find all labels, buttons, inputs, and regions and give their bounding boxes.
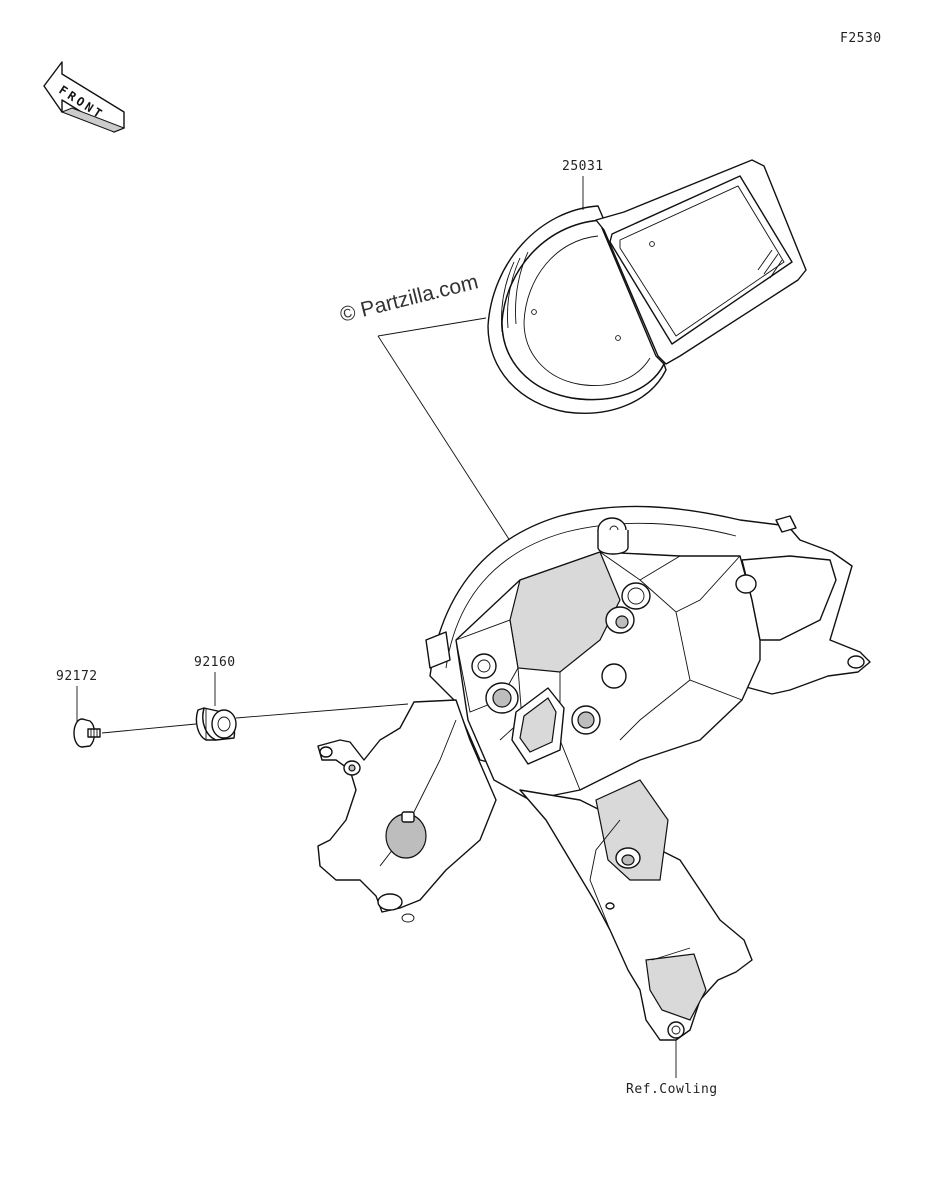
callout-grommet-label: 92160 xyxy=(194,655,236,670)
meter-bracket xyxy=(317,505,871,1041)
watermark-text: © Partzilla.com xyxy=(338,270,481,327)
grommet-part xyxy=(195,707,237,741)
bolt-part xyxy=(73,718,101,748)
diagram-code: F2530 xyxy=(840,31,882,46)
meter-assembly xyxy=(487,159,807,414)
callout-bolt-label: 92172 xyxy=(56,669,98,684)
callout-meter-label: 25031 xyxy=(562,159,604,174)
front-arrow-icon: FRONT xyxy=(43,61,126,133)
callout-ref-label: Ref.Cowling xyxy=(626,1082,718,1097)
